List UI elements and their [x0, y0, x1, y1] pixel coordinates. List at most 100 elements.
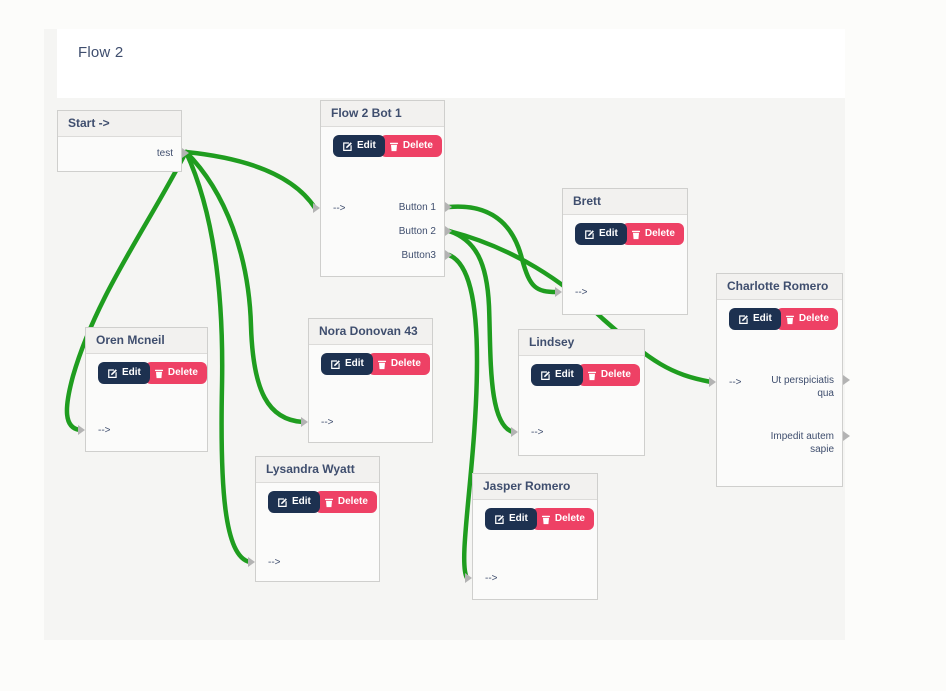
- edge-start-nora: [183, 149, 306, 425]
- output-port-bot1-1[interactable]: [445, 202, 452, 212]
- delete-button-label: Delete: [600, 369, 631, 380]
- edit-button[interactable]: Edit: [485, 508, 537, 530]
- output-label: test: [156, 148, 173, 159]
- node-title[interactable]: Jasper Romero: [473, 474, 597, 500]
- node-title[interactable]: Lysandra Wyatt: [256, 457, 379, 483]
- page-title: Flow 2: [78, 44, 124, 61]
- input-label: -->: [333, 203, 346, 214]
- delete-button[interactable]: Delete: [621, 223, 684, 245]
- delete-button[interactable]: Delete: [531, 508, 594, 530]
- output-port-bot1-2[interactable]: [445, 226, 452, 236]
- edit-button-label: Edit: [292, 496, 311, 507]
- output-port-bot1-3[interactable]: [445, 250, 452, 260]
- edit-pencil-icon: [278, 497, 287, 507]
- output-port-charlotte-2[interactable]: [843, 431, 850, 441]
- node-actions: Edit Delete: [473, 500, 597, 530]
- input-port-oren[interactable]: [78, 425, 85, 435]
- delete-button[interactable]: Delete: [775, 308, 838, 330]
- output-port-charlotte-1[interactable]: [843, 375, 850, 385]
- edge-bot1-jasper: [446, 252, 480, 581]
- edit-pencil-icon: [331, 359, 340, 369]
- edit-button-label: Edit: [555, 369, 574, 380]
- edit-pencil-icon: [495, 514, 504, 524]
- edit-button-label: Edit: [753, 313, 772, 324]
- edit-button[interactable]: Edit: [729, 308, 781, 330]
- trash-icon: [785, 315, 794, 324]
- delete-button-label: Delete: [402, 140, 433, 151]
- delete-button[interactable]: Delete: [144, 362, 207, 384]
- node-title[interactable]: Oren Mcneil: [86, 328, 207, 354]
- input-label: -->: [485, 573, 498, 584]
- edit-pencil-icon: [343, 141, 352, 151]
- delete-button[interactable]: Delete: [367, 353, 430, 375]
- input-label: -->: [98, 425, 111, 436]
- edge-start-lysandra: [183, 149, 253, 565]
- output-label: Impedit autem sapie: [770, 431, 834, 455]
- trash-icon: [154, 369, 163, 378]
- node-title[interactable]: Flow 2 Bot 1: [321, 101, 444, 127]
- edit-button[interactable]: Edit: [268, 491, 320, 513]
- input-port-lysandra[interactable]: [248, 557, 255, 567]
- input-port-charlotte[interactable]: [709, 377, 716, 387]
- node-actions: Edit Delete: [321, 127, 444, 157]
- edit-button-label: Edit: [345, 358, 364, 369]
- input-label: -->: [531, 427, 544, 438]
- trash-icon: [587, 371, 596, 380]
- node-title[interactable]: Brett: [563, 189, 687, 215]
- input-port-bot1[interactable]: [313, 203, 320, 213]
- input-label: -->: [575, 287, 588, 298]
- edit-button[interactable]: Edit: [98, 362, 150, 384]
- edge-bot1-charlotte: [446, 228, 714, 385]
- input-label: -->: [729, 377, 742, 388]
- delete-button-label: Delete: [554, 513, 585, 524]
- node-actions: Edit Delete: [309, 345, 432, 375]
- node-actions: Edit Delete: [519, 356, 644, 386]
- input-port-brett[interactable]: [555, 287, 562, 297]
- node-bot1[interactable]: Flow 2 Bot 1 Edit Delete --> Button 1 Button …: [320, 100, 445, 277]
- node-title[interactable]: Nora Donovan 43: [309, 319, 432, 345]
- flow-title-bar: Flow 2: [57, 29, 845, 98]
- edit-pencil-icon: [585, 229, 594, 239]
- edit-button[interactable]: Edit: [575, 223, 627, 245]
- edit-button-label: Edit: [599, 228, 618, 239]
- trash-icon: [377, 360, 386, 369]
- node-start[interactable]: Start -> test: [57, 110, 182, 172]
- edit-button[interactable]: Edit: [333, 135, 385, 157]
- input-port-nora[interactable]: [301, 417, 308, 427]
- delete-button[interactable]: Delete: [379, 135, 442, 157]
- edit-pencil-icon: [739, 314, 748, 324]
- delete-button[interactable]: Delete: [314, 491, 377, 513]
- edit-button-label: Edit: [357, 140, 376, 151]
- output-port-start-1[interactable]: [182, 148, 189, 158]
- delete-button-label: Delete: [390, 358, 421, 369]
- edit-button-label: Edit: [509, 513, 528, 524]
- edit-button[interactable]: Edit: [531, 364, 583, 386]
- trash-icon: [389, 142, 398, 151]
- node-title[interactable]: Start ->: [58, 111, 181, 137]
- node-actions: Edit Delete: [256, 483, 379, 513]
- node-title[interactable]: Charlotte Romero: [717, 274, 842, 300]
- trash-icon: [631, 230, 640, 239]
- delete-button-label: Delete: [644, 228, 675, 239]
- delete-button-label: Delete: [337, 496, 368, 507]
- delete-button[interactable]: Delete: [577, 364, 640, 386]
- node-title[interactable]: Lindsey: [519, 330, 644, 356]
- edit-button[interactable]: Edit: [321, 353, 373, 375]
- edit-pencil-icon: [541, 370, 550, 380]
- output-label: Button 2: [398, 226, 436, 237]
- input-port-jasper[interactable]: [465, 573, 472, 583]
- output-label: Button3: [401, 250, 436, 261]
- edit-pencil-icon: [108, 368, 117, 378]
- output-label: Button 1: [398, 202, 436, 213]
- input-port-lindsey[interactable]: [511, 427, 518, 437]
- trash-icon: [324, 498, 333, 507]
